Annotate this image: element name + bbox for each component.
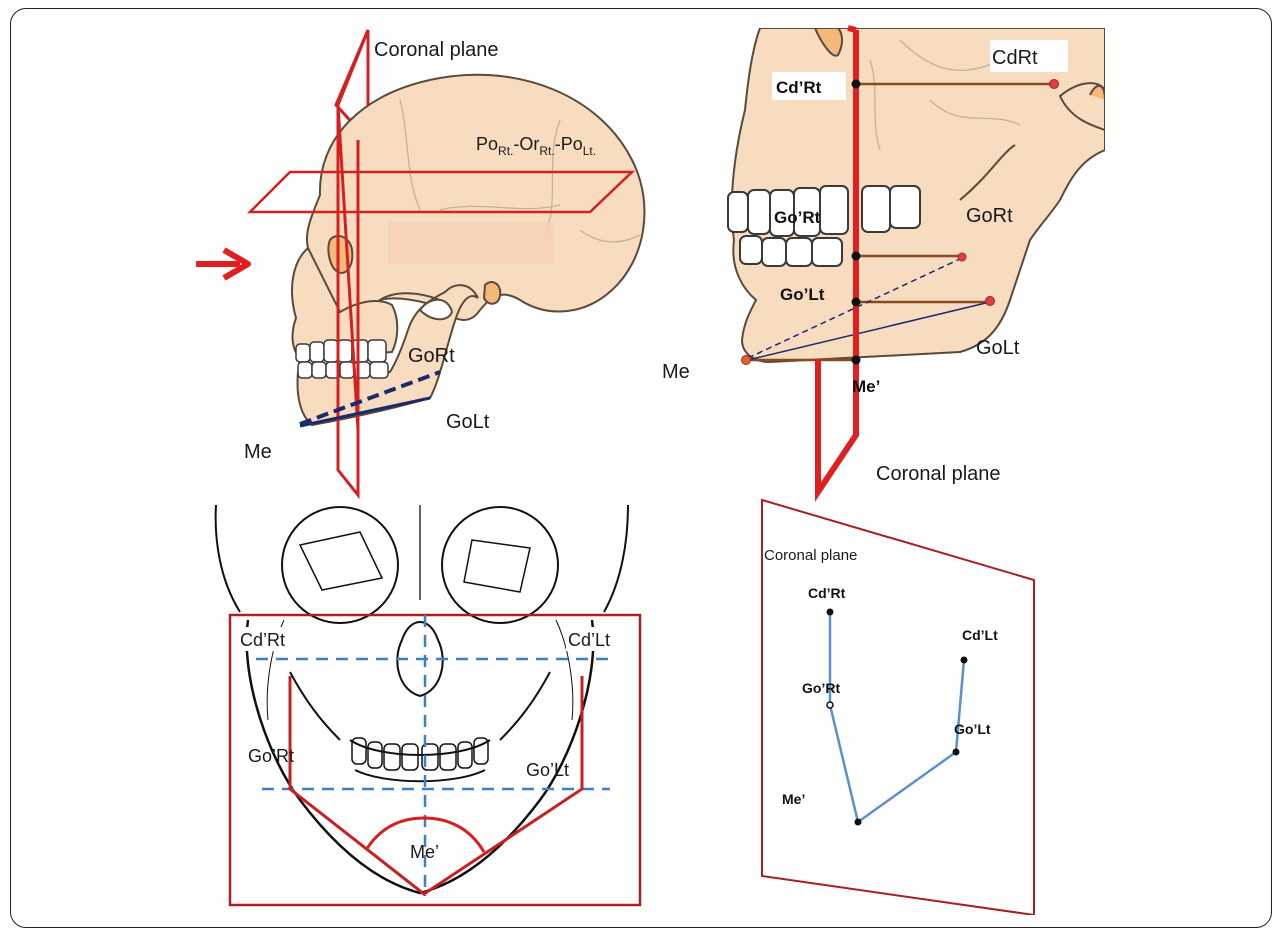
orbit-left-inner [300,532,382,590]
me-label-zoom: Me [662,361,690,383]
cd-prime-rt-label-front: Cd’Rt [240,630,285,650]
ear-canal-icon [484,282,500,304]
maxilla-lines [290,672,550,740]
orbit-right-inner [464,540,530,592]
me-prime-label-front: Me’ [410,842,439,862]
golt-label-zoom: GoLt [976,337,1020,359]
frontal-skull-panel: Cd’Rt Cd’Lt Go’Rt Go’Lt Me’ [216,505,640,905]
cd-prime-rt-label: Cd’Rt [776,78,822,97]
gort-label-zoom: GoRt [966,205,1013,227]
orbit-left-icon [282,507,398,623]
go-prime-rt-label: Go’Rt [774,208,821,227]
coronal-plane-label: Coronal plane [374,39,499,61]
zoom-lower-teeth [740,236,842,266]
coronal-plane-label-projection: Coronal plane [764,547,857,564]
cd-prime-lt-label-front: Cd’Lt [568,630,610,650]
coronal-projection-panel: Coronal plane Cd’Rt Cd’Lt Go’Rt Go’Lt Me… [762,500,1034,915]
go-prime-lt-label-front: Go’Lt [526,760,569,780]
cd-prime-rt-label-projection: Cd’Rt [808,585,846,601]
go-prime-rt-label-projection: Go’Rt [802,680,840,696]
go-prime-lt-label-projection: Go’Lt [954,721,991,737]
golt-label: GoLt [446,411,490,433]
skull-right-edge [604,505,628,612]
lateral-skull-panel: Coronal plane PoRt.-OrRt.-PoLt. GoRt GoL… [196,30,644,495]
orbit-right-icon [442,507,558,623]
projected-mandible-line [830,612,964,822]
coronal-plane-label-zoom: Coronal plane [876,463,1001,485]
gort-label: GoRt [408,345,455,367]
me-prime-label-projection: Me’ [782,791,805,807]
lower-teeth [298,362,388,378]
go-prime-lt-label: Go’Lt [780,285,825,304]
cd-prime-lt-label-projection: Cd’Lt [962,627,998,643]
zoomed-lateral-panel: CdRt Cd’Rt Go’Rt GoRt Go’Lt GoLt Me Me’ … [662,28,1105,492]
me-label: Me [244,441,272,463]
me-prime-label-zoom: Me’ [852,377,880,396]
view-direction-arrow-icon [196,250,248,278]
lower-dental-arch [355,770,485,781]
redaction-band [388,222,554,264]
cdrt-label: CdRt [992,47,1038,69]
skull-left-edge [216,505,240,612]
go-prime-rt-label-front: Go’Rt [248,746,294,766]
